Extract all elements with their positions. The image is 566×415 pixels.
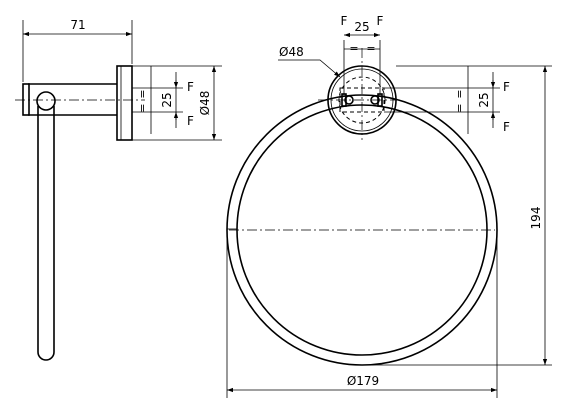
side-ring-bar (37, 106, 55, 361)
front-equal-marker-bottom: = (453, 103, 466, 112)
front-equal-marker-right: = (366, 42, 375, 55)
front-view: 25 F F = = Ø48 = = 25 F F 194 Ø179 (226, 14, 552, 398)
side-arm-end (22, 83, 30, 116)
front-hole-spacing-h-label: 25 (354, 20, 369, 34)
side-equal-marker-bottom: = (136, 103, 149, 112)
side-fixing-marker-top: F (187, 80, 194, 94)
front-hole-spacing-v-label: 25 (477, 92, 491, 107)
side-depth-label: 71 (70, 18, 85, 32)
side-rosette-diameter-label: Ø48 (198, 91, 212, 116)
side-hole-spacing-label: 25 (160, 92, 174, 107)
front-rosette-diameter-label: Ø48 (279, 45, 304, 59)
side-equal-marker-top: = (136, 89, 149, 98)
side-view: 71 = = 25 F F Ø48 (15, 18, 222, 361)
front-equal-marker-left: = (349, 42, 358, 55)
front-fixing-marker-bottom: F (503, 120, 510, 134)
front-fixing-marker-right: F (377, 14, 384, 28)
side-ring-joint (36, 91, 56, 111)
front-fixing-marker-top: F (503, 80, 510, 94)
side-fixing-marker-bottom: F (187, 114, 194, 128)
ring-diameter-label: Ø179 (347, 374, 379, 388)
ring-height-label: 194 (529, 207, 543, 230)
front-equal-marker-top: = (453, 89, 466, 98)
side-rosette-plate (116, 65, 133, 141)
front-fixing-marker-left: F (341, 14, 348, 28)
